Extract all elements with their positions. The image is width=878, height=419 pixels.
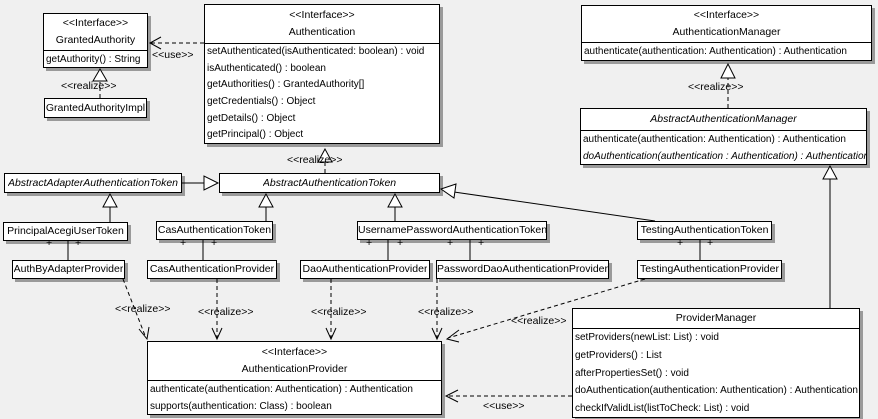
realize-label: <<realize>> xyxy=(511,315,567,327)
class-provider-manager[interactable]: ProviderManager setProviders(newList: Li… xyxy=(572,308,860,418)
edge-generalize-providermanager xyxy=(822,164,838,308)
class-name: ProviderManager xyxy=(675,312,757,324)
class-name: CasAuthenticationProvider xyxy=(149,263,275,275)
multiplicity-plus: + xyxy=(478,237,485,249)
method: supports(authentication: Class) : boolea… xyxy=(150,401,332,412)
class-header: <<Interface>> GrantedAuthority xyxy=(44,14,147,50)
edge-generalize-usernamepasswordtoken xyxy=(387,192,403,221)
class-name: AuthenticationProvider xyxy=(241,363,348,375)
stereotype: <<Interface>> xyxy=(261,346,328,358)
class-abstract-authentication-manager[interactable]: AbstractAuthenticationManager authentica… xyxy=(580,108,867,165)
class-name: GrantedAuthority xyxy=(55,33,136,46)
methods-compartment: getAuthority() : String xyxy=(44,50,147,69)
class-cas-authentication-token[interactable]: CasAuthenticationToken xyxy=(156,221,273,240)
methods-compartment: setAuthenticated(isAuthenticated: boolea… xyxy=(205,43,439,144)
realize-label: <<realize>> xyxy=(311,306,367,318)
method: doAuthentication(authentication: Authent… xyxy=(575,385,858,397)
class-name: PrincipalAcegiUserToken xyxy=(7,225,124,237)
realize-label: <<realize>> xyxy=(115,303,171,315)
class-header: ProviderManager xyxy=(573,309,859,328)
stereotype: <<Interface>> xyxy=(289,9,355,21)
method: getCredentials() : Object xyxy=(207,96,316,108)
class-name: PasswordDaoAuthenticationProvider xyxy=(437,263,608,275)
method: authenticate(authentication: Authenticat… xyxy=(583,134,846,145)
methods-compartment: authenticate(authentication: Authenticat… xyxy=(581,130,866,165)
method: checkIfValidList(listToCheck: List) : vo… xyxy=(575,403,750,415)
method: getPrincipal() : Object xyxy=(207,129,304,141)
realize-label: <<realize>> xyxy=(287,154,343,166)
class-name: AbstractAdapterAuthenticationToken xyxy=(7,176,179,189)
realize-label: <<realize>> xyxy=(61,80,117,92)
method: getProviders() : List xyxy=(575,349,662,361)
class-testing-authentication-token[interactable]: TestingAuthenticationToken xyxy=(637,221,772,240)
class-header: <<Interface>> Authentication xyxy=(205,5,439,43)
edge-generalize-adaptertoken-abstracttoken xyxy=(182,175,220,191)
multiplicity-plus: + xyxy=(677,237,684,249)
class-header: <<Interface>> AuthenticationProvider xyxy=(148,342,441,380)
edge-generalize-principaltoken xyxy=(102,192,118,222)
class-name: TestingAuthenticationToken xyxy=(640,224,769,236)
class-cas-authentication-provider[interactable]: CasAuthenticationProvider xyxy=(147,260,277,279)
method: setProviders(newList: List) : void xyxy=(575,332,719,343)
class-granted-authority[interactable]: <<Interface>> GrantedAuthority getAuthor… xyxy=(43,13,148,68)
method: authenticate(authentication: Authenticat… xyxy=(584,46,847,57)
methods-compartment: setProviders(newList: List) : void getPr… xyxy=(573,328,859,418)
edge-use-authentication-grantedauthority xyxy=(148,36,204,50)
multiplicity-plus: + xyxy=(46,237,53,249)
method: setAuthenticated(isAuthenticated: boolea… xyxy=(207,46,425,57)
use-label: <<use>> xyxy=(152,49,194,61)
method: getDetails() : Object xyxy=(207,112,296,124)
multiplicity-plus: + xyxy=(447,237,454,249)
class-principal-acegi-user-token[interactable]: PrincipalAcegiUserToken xyxy=(3,222,128,241)
realize-label: <<realize>> xyxy=(418,306,474,318)
class-name: AbstractAuthenticationManager xyxy=(650,113,797,125)
stereotype: <<Interface>> xyxy=(62,17,129,30)
class-name: AuthByAdapterProvider xyxy=(13,263,124,275)
class-name: Authentication xyxy=(288,26,356,38)
class-dao-authentication-provider[interactable]: DaoAuthenticationProvider xyxy=(300,260,430,279)
class-password-dao-authentication-provider[interactable]: PasswordDaoAuthenticationProvider xyxy=(436,260,609,279)
class-abstract-adapter-authentication-token[interactable]: AbstractAdapterAuthenticationToken xyxy=(4,173,182,193)
use-label: <<use>> xyxy=(483,400,525,412)
stereotype: <<Interface>> xyxy=(693,9,760,22)
multiplicity-plus: + xyxy=(211,237,218,249)
class-header: AbstractAuthenticationManager xyxy=(581,109,866,130)
realize-label: <<realize>> xyxy=(198,306,254,318)
realize-label: <<realize>> xyxy=(688,81,744,93)
class-name: CasAuthenticationToken xyxy=(157,224,272,236)
multiplicity-plus: + xyxy=(75,237,82,249)
class-name: AbstractAuthenticationToken xyxy=(262,176,397,189)
class-name: TestingAuthenticationProvider xyxy=(640,263,779,275)
edge-generalize-testingtoken xyxy=(439,183,656,222)
class-authentication-provider[interactable]: <<Interface>> AuthenticationProvider aut… xyxy=(147,341,442,415)
multiplicity-plus: + xyxy=(707,237,714,249)
class-header: <<Interface>> AuthenticationManager xyxy=(582,6,871,42)
method: getAuthority() : String xyxy=(46,54,141,65)
method: getAuthorities() : GrantedAuthority[] xyxy=(207,79,365,91)
method: afterPropertiesSet() : void xyxy=(575,367,689,379)
edge-generalize-castoken xyxy=(258,192,274,221)
class-testing-authentication-provider[interactable]: TestingAuthenticationProvider xyxy=(637,260,782,279)
class-abstract-authentication-token[interactable]: AbstractAuthenticationToken xyxy=(219,173,440,193)
class-name: UsernamePasswordAuthenticationToken xyxy=(358,224,546,236)
multiplicity-plus: + xyxy=(180,237,187,249)
class-auth-by-adapter-provider[interactable]: AuthByAdapterProvider xyxy=(12,260,125,279)
method: doAuthentication(authentication : Authen… xyxy=(583,151,866,162)
multiplicity-plus: + xyxy=(366,237,373,249)
class-granted-authority-impl[interactable]: GrantedAuthorityImpl xyxy=(44,98,147,118)
method: isAuthenticated() : boolean xyxy=(207,62,326,74)
methods-compartment: authenticate(authentication: Authenticat… xyxy=(582,42,871,61)
class-username-password-authentication-token[interactable]: UsernamePasswordAuthenticationToken xyxy=(357,221,547,240)
multiplicity-plus: + xyxy=(397,237,404,249)
methods-compartment: authenticate(authentication: Authenticat… xyxy=(148,380,441,415)
class-authentication[interactable]: <<Interface>> Authentication setAuthenti… xyxy=(204,4,440,144)
class-authentication-manager[interactable]: <<Interface>> AuthenticationManager auth… xyxy=(581,5,872,61)
class-name: AuthenticationManager xyxy=(672,25,781,38)
method: authenticate(authentication: Authenticat… xyxy=(150,384,413,395)
class-name: DaoAuthenticationProvider xyxy=(302,263,428,275)
class-name: GrantedAuthorityImpl xyxy=(45,101,146,114)
